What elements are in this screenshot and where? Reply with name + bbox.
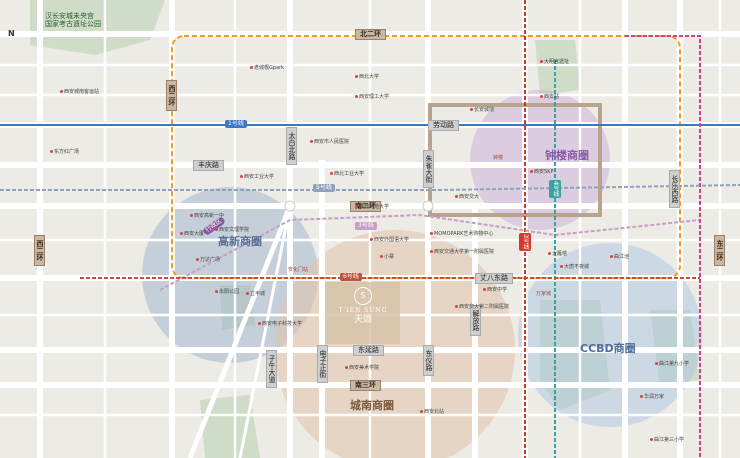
poi-52: 华润万家 (640, 395, 664, 400)
ccbd-circle (518, 243, 702, 427)
poi-27: 西安交大第二附属医院 (455, 305, 509, 310)
poi-07: 西安交大 (455, 195, 479, 200)
road-label-zhuque: 朱雀大街 (423, 150, 434, 188)
poi-01: 老城根Gpark (250, 66, 284, 71)
project-logo[interactable]: S T'IEN SUNG 天颂 (333, 287, 393, 325)
south-park (200, 395, 260, 458)
poi-03: 西安站 (540, 95, 559, 100)
heritage-park (30, 0, 165, 55)
poi-45: 小寨 (380, 255, 394, 260)
district-chengnan: 城南商圈 (350, 399, 394, 412)
poi-33: 西安市人民医院 (310, 140, 349, 145)
station-wanjia: 万家城 (536, 291, 552, 297)
station-anhua: 安化门站 (288, 267, 309, 273)
poi-50: 陕西师范大学 (355, 205, 389, 210)
road-label-zinv: 子午大道 (266, 350, 277, 388)
road-label-dongtuan: 东延路 (353, 345, 384, 356)
metro-line-3 (159, 213, 701, 291)
road-label-dianzi: 电子正街 (317, 345, 328, 383)
compass-icon: N (8, 30, 15, 38)
metro-label-1: 1号线 (225, 120, 247, 128)
poi-44: 西安大厦 (180, 232, 204, 237)
project-logo-cn: 天颂 (353, 315, 372, 325)
poi-20: 大雁塔 (548, 252, 567, 257)
poi-05: 西安高新一中 (190, 214, 224, 219)
compass-label: N (8, 29, 15, 38)
poi-23: 西安中学 (483, 288, 507, 293)
purple-route (625, 35, 701, 458)
poi-08: MOMOPARK艺术购物中心 (430, 232, 493, 237)
heritage-label: 汉长安城未央宫 国家考古遗址公园 (45, 12, 101, 29)
poi-29: 西安北站 (420, 410, 444, 415)
poi-15: 西安电子科技大学 (258, 322, 302, 327)
road-label-beierhuan: 北二环 (355, 29, 386, 40)
poi-54: 曲江第九小学 (655, 362, 689, 367)
poi-02: 大明宫遗址 (540, 60, 569, 65)
ring-route (171, 35, 681, 279)
roundabout-west (284, 200, 296, 212)
road-label-dongerhuan: 东二环 (714, 235, 725, 266)
metro-label-3: 3号线 (355, 222, 377, 230)
metro-label-2: 2号线 (519, 233, 531, 251)
poi-11: 西安工业大学 (240, 175, 274, 180)
road-label-xierhuan: 西二环 (166, 80, 177, 111)
road-label-xierhuan-south: 西二环 (34, 235, 45, 266)
project-logo-en: T'IEN SUNG (338, 307, 388, 314)
district-zhonglou: 钟楼商圈 (545, 149, 589, 162)
poi-49: 西安理工大学 (355, 95, 389, 100)
road-label-nansanhuan: 南三环 (350, 380, 381, 391)
poi-04: 长安城墙 (470, 108, 494, 113)
daming-palace-park (535, 40, 580, 95)
road-label-laodong: 劳动路 (428, 120, 459, 131)
poi-09: 西安交通大学第一附属医院 (430, 250, 494, 255)
monogram-logo-icon: S (354, 287, 372, 305)
roundabout-south (422, 200, 434, 212)
metro-label-5: 5号线 (313, 184, 335, 192)
road-label-dongyi: 东仪路 (423, 345, 434, 376)
road-label-changle: 长乐西路 (669, 170, 680, 208)
poi-13: 立丰城 (246, 292, 265, 297)
district-gaoxin: 高新商圈 (218, 235, 262, 248)
poi-25: 万达广场 (196, 258, 220, 263)
road-label-taibai: 太白北路 (286, 127, 297, 165)
poi-35: 东方红广场 (50, 150, 79, 155)
poi-47: 西安外国语大学 (370, 238, 409, 243)
poi-53: 曲江第三小学 (650, 438, 684, 443)
poi-22: 曲江池 (610, 255, 629, 260)
district-ccbd: CCBD商圈 (580, 342, 636, 355)
diagonal-road-2 (238, 205, 292, 458)
diagonal-road-1 (187, 205, 293, 458)
poi-19: 西安SKP (530, 170, 553, 175)
metro-line-5 (0, 184, 740, 191)
metro-label-4: 4号线 (549, 180, 561, 198)
poi-48: 西北大学 (355, 75, 379, 80)
road-label-zhangba: 丈八东路 (475, 273, 513, 284)
metro-label-6: 6号线 (340, 273, 362, 281)
poi-51: 西安美术学院 (345, 366, 379, 371)
poi-12: 永阳公园 (215, 290, 239, 295)
poi-21: 大唐不夜城 (560, 265, 589, 270)
poi-37: 西安文理学院 (215, 228, 249, 233)
poi-36: 西安城南客运站 (60, 90, 99, 95)
station-zhonglou: 钟楼 (493, 155, 504, 161)
road-label-fengqing: 丰庆路 (193, 160, 224, 171)
poi-06: 西北工业大学 (330, 172, 364, 177)
